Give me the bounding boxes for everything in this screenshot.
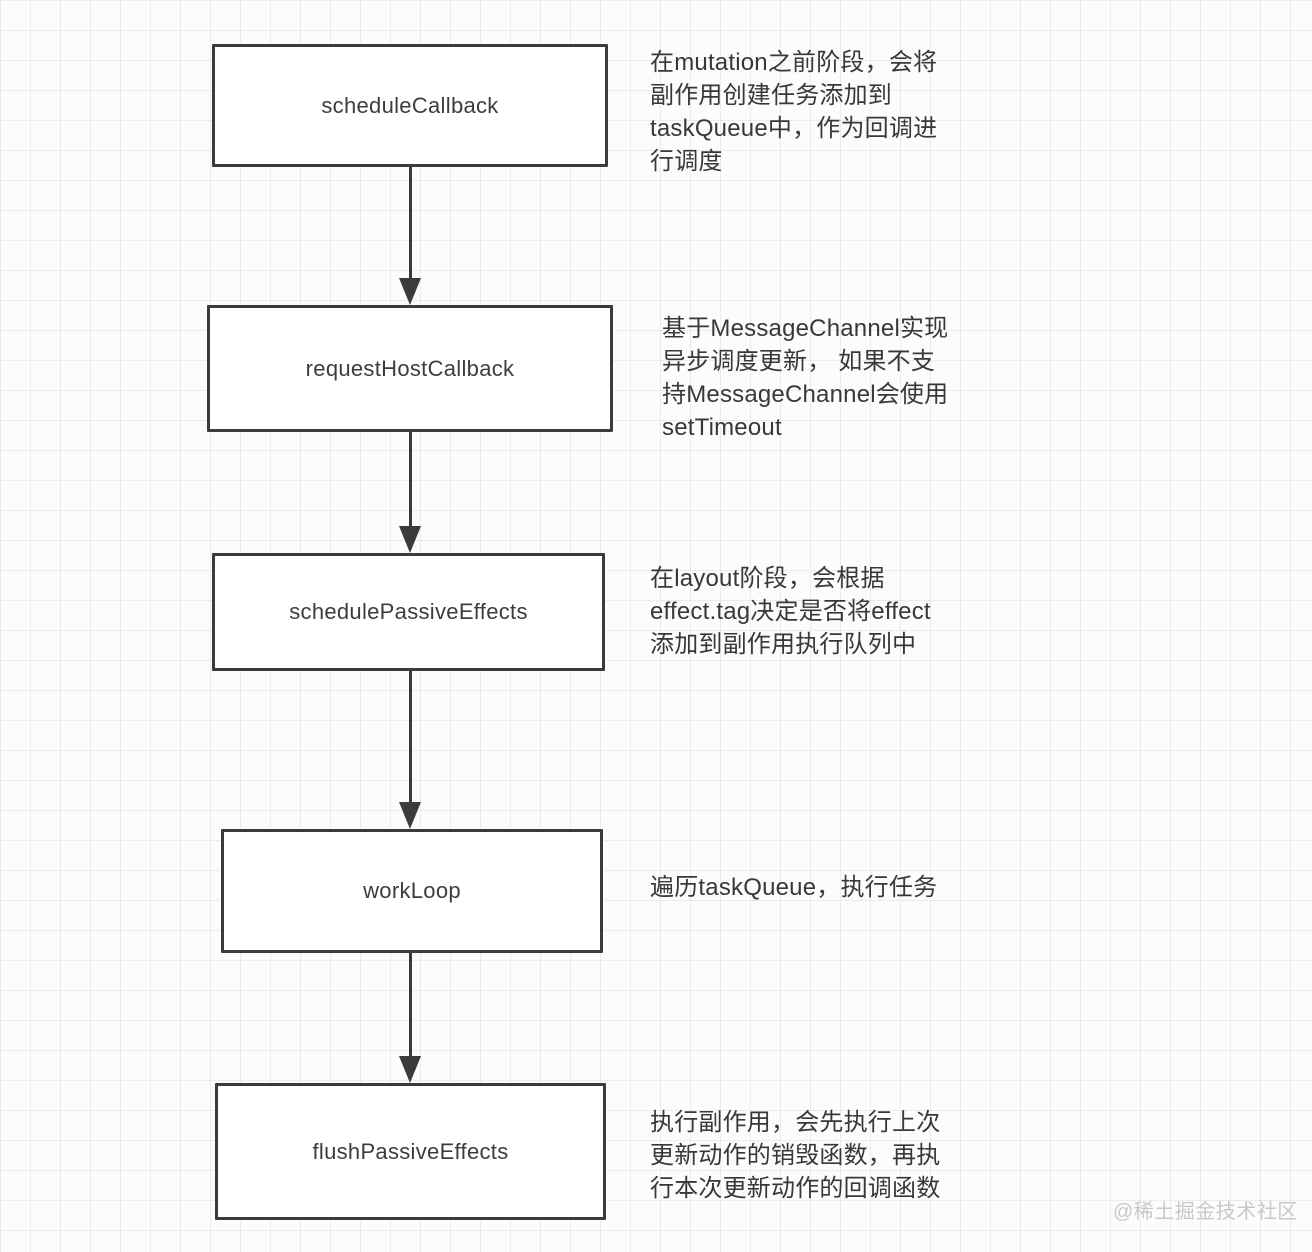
arrow-shaft: [408, 167, 412, 281]
flow-box-label: flushPassiveEffects: [312, 1138, 509, 1164]
arrow-shaft: [408, 671, 412, 805]
annotation-flush-passive-effects: 执行副作用，会先执行上次 更新动作的销毁函数，再执 行本次更新动作的回调函数: [650, 1109, 941, 1202]
annotation-work-loop: 遍历taskQueue，执行任务: [650, 874, 938, 901]
down-arrow-connector-1: [399, 167, 421, 305]
annotation-schedule-passive-effects: 在layout阶段，会根据 effect.tag决定是否将effect 添加到副…: [650, 565, 931, 658]
flow-box-label: workLoop: [363, 878, 461, 903]
flow-box-schedule-passive-effects: schedulePassiveEffects: [212, 553, 605, 671]
flow-box-flush-passive-effects: flushPassiveEffects: [215, 1083, 606, 1220]
flow-box-label: scheduleCallback: [321, 92, 499, 118]
down-arrow-connector-4: [399, 953, 421, 1083]
down-arrow-connector-3: [399, 671, 421, 829]
arrow-shaft: [408, 953, 412, 1059]
flow-box-label: schedulePassiveEffects: [289, 599, 528, 624]
flow-box-work-loop: workLoop: [221, 829, 603, 953]
down-arrow-connector-2: [399, 432, 421, 553]
arrow-shaft: [408, 432, 412, 529]
arrowhead-down-icon: [399, 1056, 421, 1083]
arrowhead-down-icon: [399, 802, 421, 829]
arrowhead-down-icon: [399, 278, 421, 305]
site-watermark: @稀土掘金技术社区: [1113, 1201, 1298, 1223]
flow-box-request-host-callback: requestHostCallback: [207, 305, 613, 432]
flow-box-label: requestHostCallback: [305, 355, 515, 381]
annotation-request-host-callback: 基于MessageChannel实现 异步调度更新， 如果不支 持Message…: [662, 315, 949, 441]
annotation-schedule-callback: 在mutation之前阶段，会将 副作用创建任务添加到 taskQueue中，作…: [650, 49, 938, 175]
arrowhead-down-icon: [399, 526, 421, 553]
flow-box-schedule-callback: scheduleCallback: [212, 44, 608, 167]
